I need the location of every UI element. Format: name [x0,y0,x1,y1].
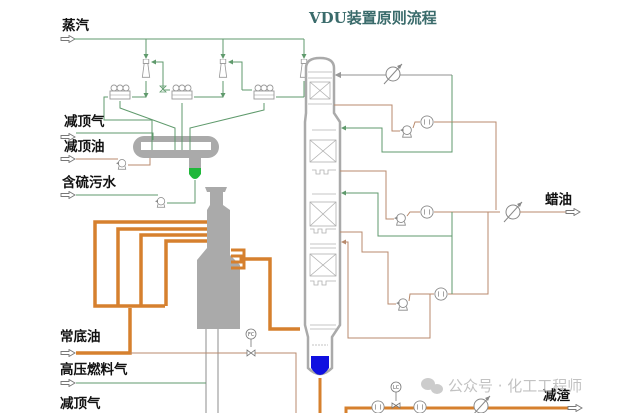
vacuum-ejectors [109,59,320,100]
column-shell [303,56,342,376]
transfer-line [244,257,300,331]
condensate-lines [103,96,265,140]
steam-header [60,35,307,59]
vacuum-furnace [93,187,300,413]
hp-fuel-gas-inlet-arrow-icon [60,379,76,387]
drum-boot-water [189,168,201,179]
condenser-2-icon [171,84,193,100]
top-pumparound [334,63,497,210]
vac-top-oil-pump-icon [116,159,127,170]
sour-water-outlet-arrow-icon [60,191,76,199]
label-steam: 蒸汽 [62,17,89,34]
condenser-1-icon [109,84,131,100]
diagram-title: VDU装置原则流程 [308,9,437,27]
vacuum-residue-section: LC 减渣 [318,378,583,413]
wax-oil-aircooler-icon [503,201,523,223]
column-bottom-liquid [311,356,329,375]
hp-fuel-gas-line: 高压燃料气 减顶气 [60,361,206,412]
residue-cooler-icon [471,395,491,413]
wax-oil-outlet-arrow-icon [565,208,581,216]
vacuum-column [303,56,342,376]
flow-controller: FC [245,328,257,357]
label-wax-oil: 蜡油 [545,191,572,208]
wax-oil-section: 蜡油 [340,170,581,237]
wax-oil-exchanger-icon [420,205,434,219]
ejector-1-icon [141,59,151,78]
lower-pumparound [340,212,489,339]
sour-water-pump-icon [155,197,166,208]
svg-text:LC: LC [393,385,400,391]
lower-exchanger-icon [434,287,448,301]
atm-residue-inlet-arrow-icon [60,349,76,357]
residue-exchanger-1-icon [371,400,385,413]
atm-residue-feed: 常底油 [60,308,297,413]
steam-inlet-arrow-icon [60,35,76,43]
top-exchanger-icon [420,115,434,129]
label-atm-residue: 常底油 [60,328,101,345]
svg-text:FC: FC [248,332,255,338]
drum-inner [141,142,211,150]
label-vac-top-oil: 减顶油 [64,138,105,155]
top-pump-icon [400,125,412,138]
label-hp-fuel-gas: 高压燃料气 [60,361,128,378]
label-vac-residue: 减渣 [543,387,571,404]
residue-exchanger-2-icon [413,400,427,413]
residue-control-valve-icon [391,402,401,409]
watermark-text: 公众号 · 化工工程师 [448,377,582,395]
furnace-body [197,187,240,329]
label-vac-top-gas-to-furnace: 减顶气 [60,395,101,412]
watermark: 公众号 · 化工工程师 [421,377,582,395]
vac-residue-outlet-arrow-icon [567,404,583,412]
control-valve-icon [246,349,256,357]
ejector-2-icon [218,59,228,78]
vac-top-oil-outlet-arrow-icon [60,155,76,163]
wechat-icon [421,378,443,394]
wax-oil-pump-icon [394,213,406,226]
lower-pump-icon [396,298,408,311]
label-vac-top-gas: 减顶气 [64,113,105,130]
vacuum-top-drum [60,128,219,208]
condenser-3-icon [253,84,275,100]
label-sour-water: 含硫污水 [62,174,116,191]
top-aircooler-icon [383,63,403,85]
